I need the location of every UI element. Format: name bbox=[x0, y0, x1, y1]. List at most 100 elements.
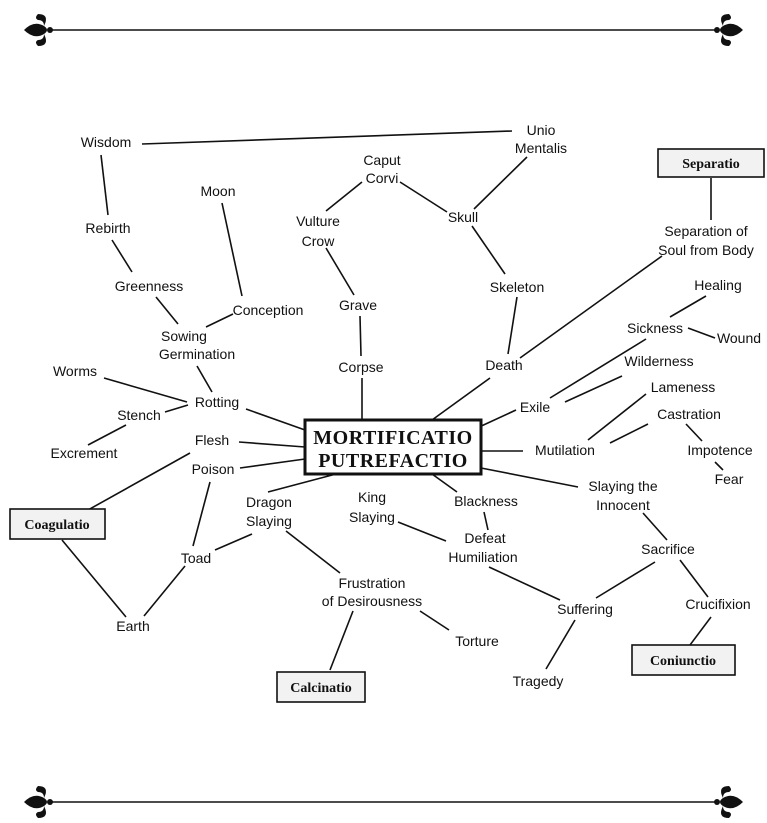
node-greenness: Greenness bbox=[115, 278, 183, 294]
node-unio-line1: Unio bbox=[527, 122, 556, 138]
coagulatio-box bbox=[9, 508, 106, 540]
node-crucifixion: Crucifixion bbox=[685, 596, 750, 612]
edge-rotting-center bbox=[245, 408, 306, 431]
edge-defeat-suffering bbox=[488, 566, 561, 601]
node-stench: Stench bbox=[117, 407, 161, 423]
node-king-line1: King bbox=[358, 489, 386, 505]
node-suffering: Suffering bbox=[557, 601, 613, 617]
node-slaying-innocent-line2: Innocent bbox=[596, 497, 650, 513]
node-poison: Poison bbox=[192, 461, 235, 477]
center-title-line2: PUTREFACTIO bbox=[318, 450, 468, 472]
edge-frustration-torture bbox=[419, 610, 450, 631]
edge-unio-skull bbox=[473, 156, 528, 210]
edge-skull-skeleton bbox=[471, 225, 506, 275]
edge-flesh-coagulatio bbox=[87, 452, 191, 511]
edge-wisdom-rebirth bbox=[100, 154, 109, 216]
bottom-right-ornament bbox=[714, 786, 743, 818]
edge-dragon-center bbox=[267, 473, 337, 493]
edge-blackness-center bbox=[431, 473, 458, 493]
edge-stench-rotting bbox=[164, 404, 189, 413]
node-blackness: Blackness bbox=[454, 493, 518, 509]
bottom-left-ornament bbox=[24, 786, 53, 818]
node-sickness: Sickness bbox=[627, 320, 683, 336]
edge-impotence-fear bbox=[714, 461, 724, 471]
node-moon: Moon bbox=[200, 183, 235, 199]
node-torture: Torture bbox=[455, 633, 499, 649]
node-wound: Wound bbox=[717, 330, 761, 346]
node-earth: Earth bbox=[116, 618, 149, 634]
node-skull: Skull bbox=[448, 209, 478, 225]
edge-frustration-calcinatio bbox=[329, 610, 354, 671]
edge-slaying-sacrifice bbox=[642, 512, 668, 541]
edge-toad-earth bbox=[143, 565, 186, 617]
node-defeat-line1: Defeat bbox=[464, 530, 505, 546]
edges bbox=[61, 130, 724, 671]
edge-moon-conception bbox=[221, 202, 243, 297]
node-lameness: Lameness bbox=[651, 379, 716, 395]
node-sowing-line2: Germination bbox=[159, 346, 235, 362]
node-castration: Castration bbox=[657, 406, 721, 422]
edge-exile-center bbox=[476, 409, 517, 429]
box-coagulatio: Coagulatio bbox=[9, 508, 106, 540]
node-slaying-innocent-line1: Slaying the bbox=[588, 478, 657, 494]
edge-vulture-caput bbox=[325, 181, 363, 212]
edge-center-slaying bbox=[480, 467, 579, 488]
node-skeleton: Skeleton bbox=[490, 279, 544, 295]
edge-death-separation bbox=[519, 255, 663, 359]
box-coniunctio: Coniunctio bbox=[631, 644, 736, 676]
edge-castration-impotence bbox=[685, 423, 703, 442]
edge-caput-skull bbox=[399, 181, 448, 213]
edge-vulture-grave bbox=[325, 247, 355, 296]
edge-sacrifice-suffering bbox=[595, 561, 656, 599]
edge-rebirth-greenness bbox=[111, 239, 133, 273]
node-vulture-line1: Vulture bbox=[296, 213, 340, 229]
coagulatio-label: Coagulatio bbox=[24, 518, 89, 533]
center-node: MORTIFICATIO PUTREFACTIO bbox=[303, 418, 483, 476]
edge-healing-sickness bbox=[669, 295, 707, 318]
edge-exile-wilderness bbox=[564, 375, 623, 403]
edge-excrement-stench bbox=[87, 424, 127, 446]
node-grave: Grave bbox=[339, 297, 377, 313]
edge-sowing-rotting bbox=[196, 365, 213, 393]
node-caput-line1: Caput bbox=[363, 152, 400, 168]
center-box bbox=[303, 418, 483, 476]
separatio-box bbox=[657, 148, 765, 178]
edge-conception-sowing bbox=[205, 313, 234, 328]
edge-coagulatio-earth bbox=[61, 539, 127, 618]
node-impotence: Impotence bbox=[687, 442, 753, 458]
edge-dragon-frustration bbox=[285, 530, 341, 574]
node-rebirth: Rebirth bbox=[85, 220, 130, 236]
node-rotting: Rotting bbox=[195, 394, 239, 410]
node-worms: Worms bbox=[53, 363, 97, 379]
top-left-ornament bbox=[24, 14, 53, 46]
node-separation-line1: Separation of bbox=[664, 223, 747, 239]
node-vulture-line2: Crow bbox=[302, 233, 336, 249]
edge-blackness-defeat bbox=[483, 511, 489, 531]
node-exile: Exile bbox=[520, 399, 551, 415]
edge-poison-earth bbox=[192, 481, 211, 547]
edge-poison-center bbox=[239, 458, 306, 469]
edge-crucifixion-coniunctio bbox=[689, 616, 712, 646]
edge-king-defeat bbox=[397, 521, 447, 542]
edge-grave-corpse bbox=[359, 315, 362, 357]
calcinatio-box bbox=[276, 671, 366, 703]
edge-wisdom-unio bbox=[141, 130, 513, 145]
node-flesh: Flesh bbox=[195, 432, 229, 448]
node-frustration-line2: of Desirousness bbox=[322, 593, 422, 609]
node-fear: Fear bbox=[715, 471, 744, 487]
node-defeat-line2: Humiliation bbox=[448, 549, 517, 565]
edge-lameness-mutilation bbox=[587, 393, 647, 441]
edge-skeleton-death bbox=[507, 296, 518, 355]
coniunctio-box bbox=[631, 644, 736, 676]
coniunctio-label: Coniunctio bbox=[650, 654, 716, 669]
node-separation-line2: Soul from Body bbox=[658, 242, 754, 258]
edge-sickness-wound bbox=[687, 327, 716, 339]
center-title-line1: MORTIFICATIO bbox=[313, 427, 472, 449]
node-mutilation: Mutilation bbox=[535, 442, 595, 458]
edge-toad-dragon bbox=[214, 533, 253, 551]
node-excrement: Excrement bbox=[51, 445, 118, 461]
edge-sickness-exile bbox=[549, 338, 647, 399]
edge-castration-mutilation bbox=[609, 423, 649, 444]
node-healing: Healing bbox=[694, 277, 741, 293]
